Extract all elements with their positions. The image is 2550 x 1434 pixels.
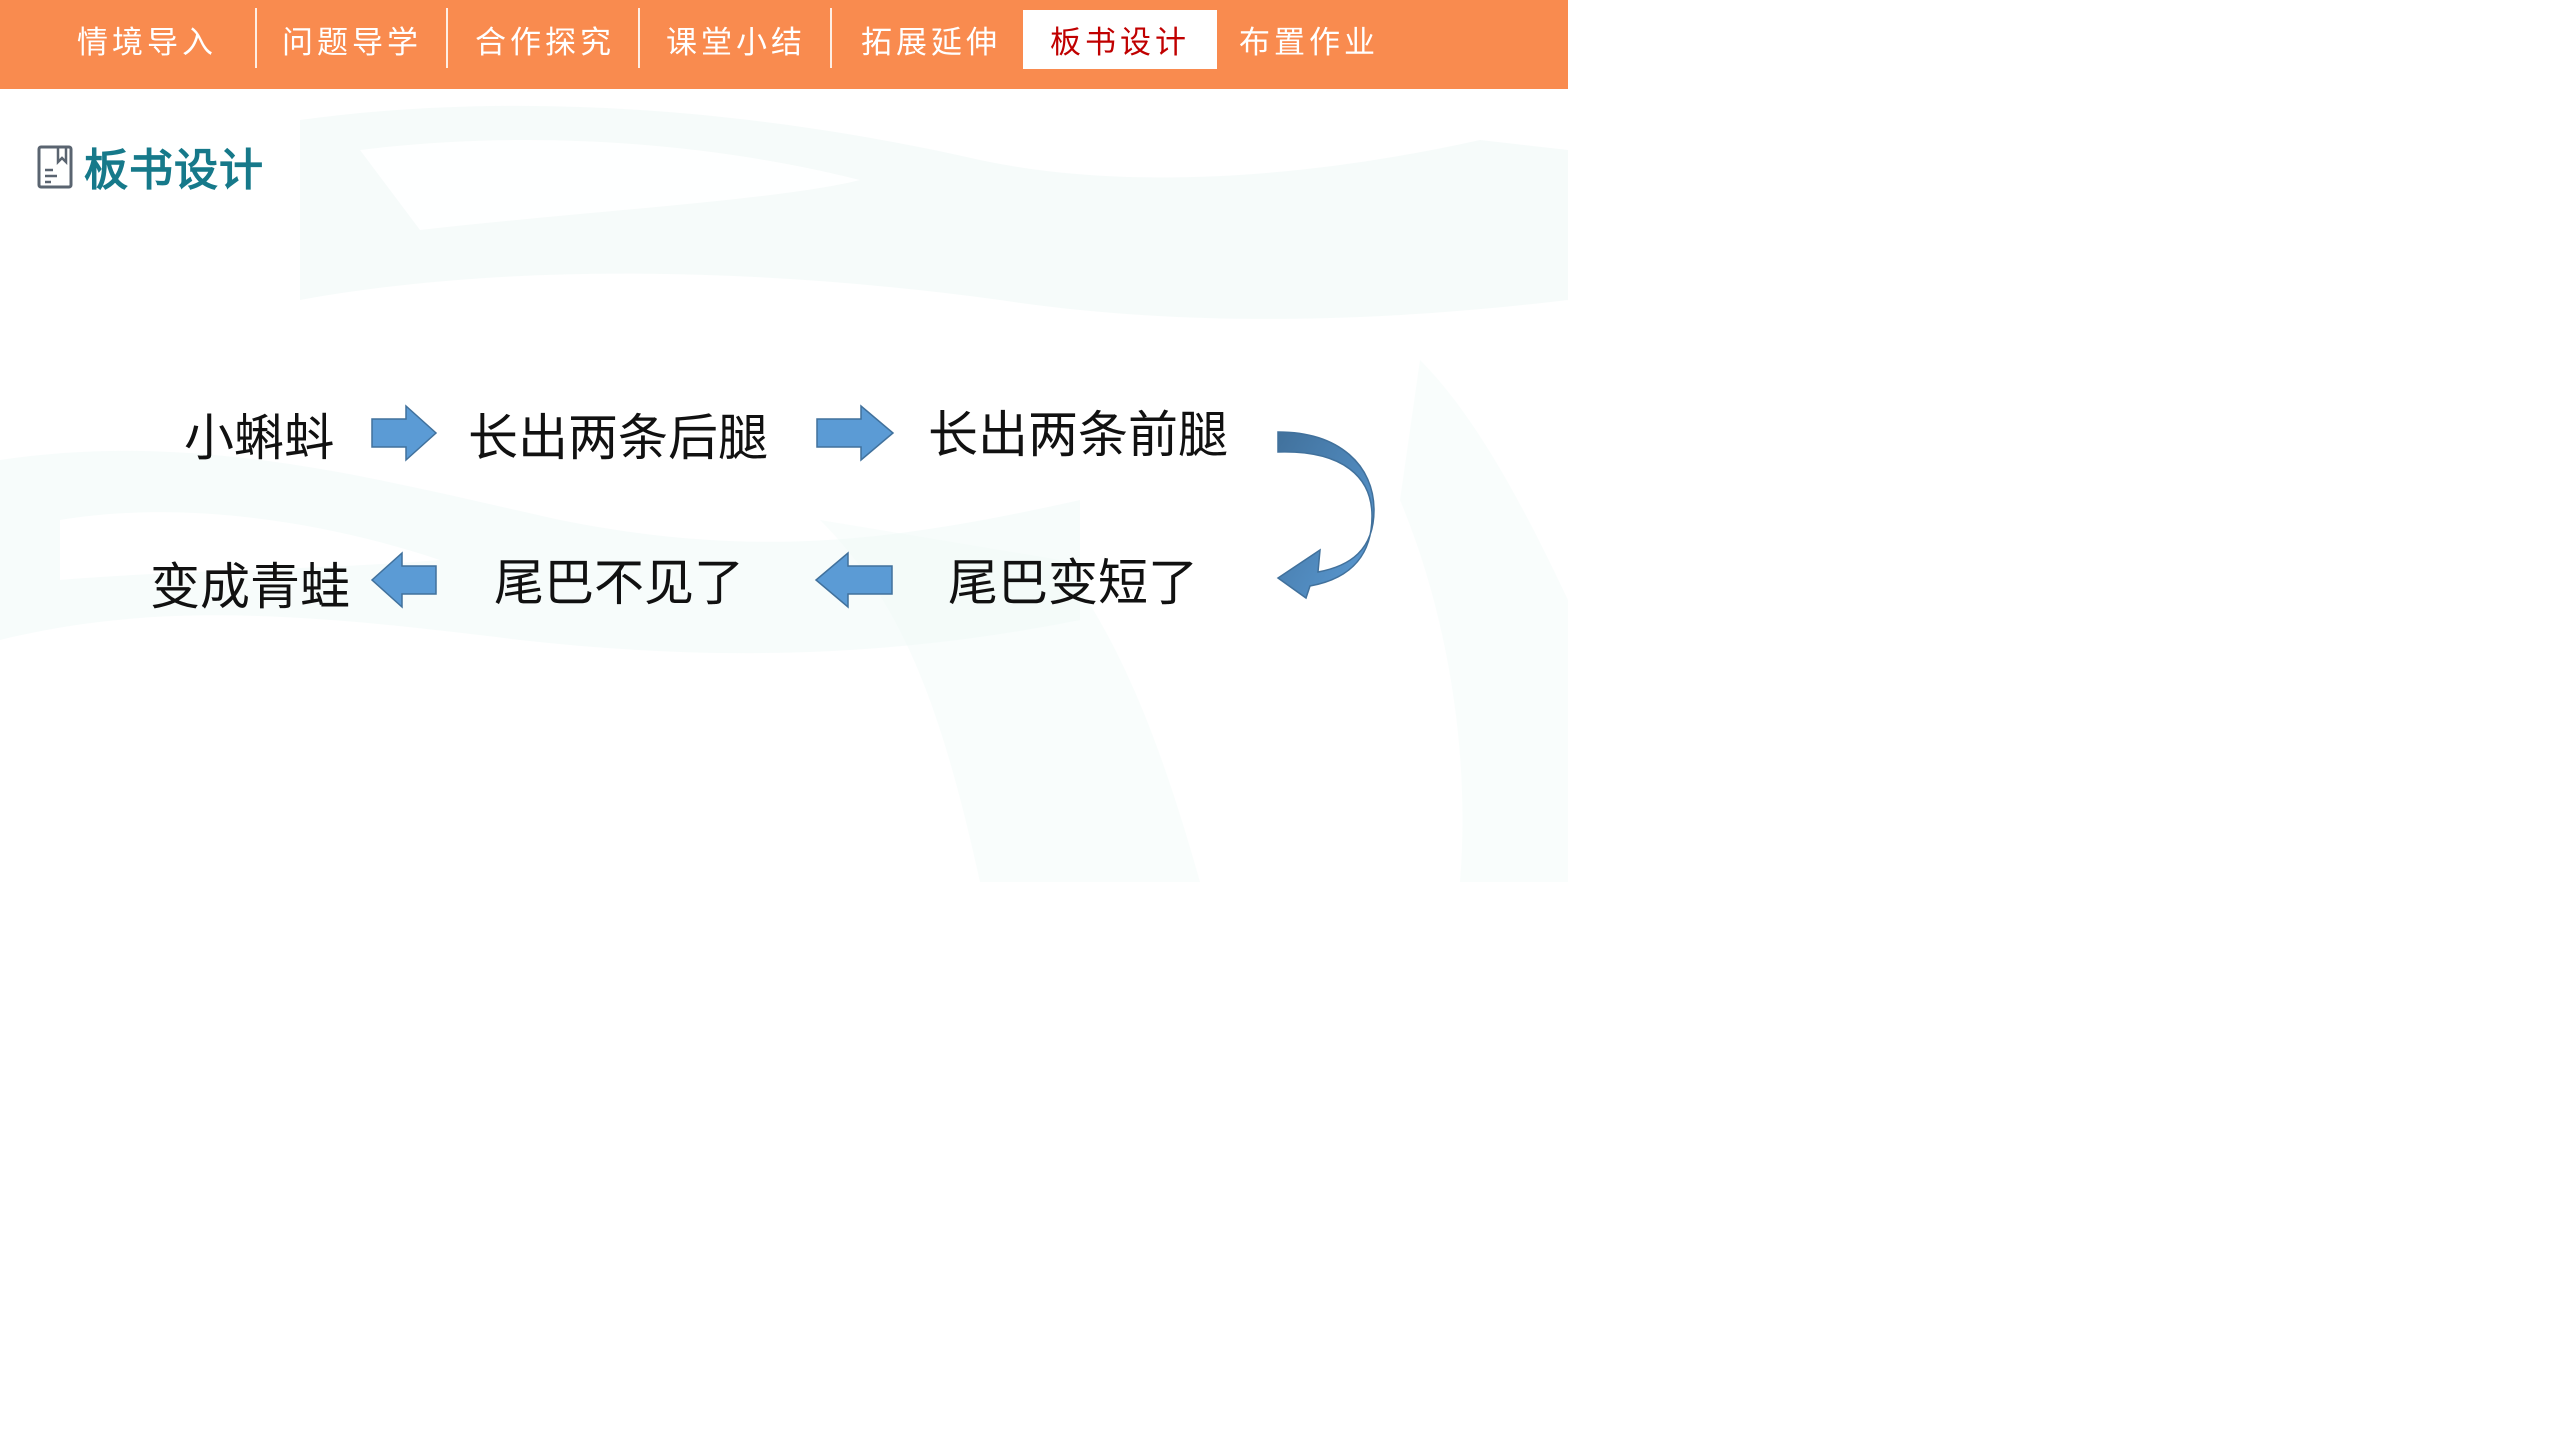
slide: 情境导入 问题导学 合作探究 课堂小结 拓展延伸 板书设计 布置作业 板书设计 …	[0, 0, 1568, 882]
stage-frog: 变成青蛙	[150, 558, 350, 616]
notebook-icon	[37, 145, 73, 189]
background-decoration	[0, 105, 1568, 882]
stage-front-legs: 长出两条前腿	[928, 406, 1228, 464]
section-heading: 板书设计	[36, 138, 264, 196]
tab-homework[interactable]: 布置作业	[1239, 25, 1379, 61]
top-navigation: 情境导入 问题导学 合作探究 课堂小结 拓展延伸 板书设计 布置作业	[0, 0, 1568, 89]
right-arrow-icon	[371, 404, 438, 462]
tab-divider	[830, 8, 832, 68]
stage-hind-legs: 长出两条后腿	[468, 409, 768, 467]
tab-lesson-summary[interactable]: 课堂小结	[666, 25, 806, 61]
tab-cooperative-inquiry[interactable]: 合作探究	[475, 25, 615, 61]
tab-board-design[interactable]: 板书设计	[1023, 10, 1217, 69]
curved-arrow-icon	[1276, 431, 1375, 600]
stage-tadpole: 小蝌蚪	[184, 409, 334, 467]
tab-divider	[255, 8, 257, 68]
section-title: 板书设计	[84, 145, 264, 196]
tab-divider	[446, 8, 448, 68]
stage-tail-shorter: 尾巴变短了	[948, 554, 1198, 612]
tab-extension[interactable]: 拓展延伸	[861, 25, 1001, 61]
tab-guided-questions[interactable]: 问题导学	[282, 25, 422, 61]
right-arrow-icon	[816, 404, 895, 462]
tab-divider	[638, 8, 640, 68]
stage-tail-gone: 尾巴不见了	[494, 554, 744, 612]
tab-intro[interactable]: 情境导入	[77, 25, 217, 61]
left-arrow-icon	[814, 551, 893, 609]
left-arrow-icon	[370, 551, 437, 609]
